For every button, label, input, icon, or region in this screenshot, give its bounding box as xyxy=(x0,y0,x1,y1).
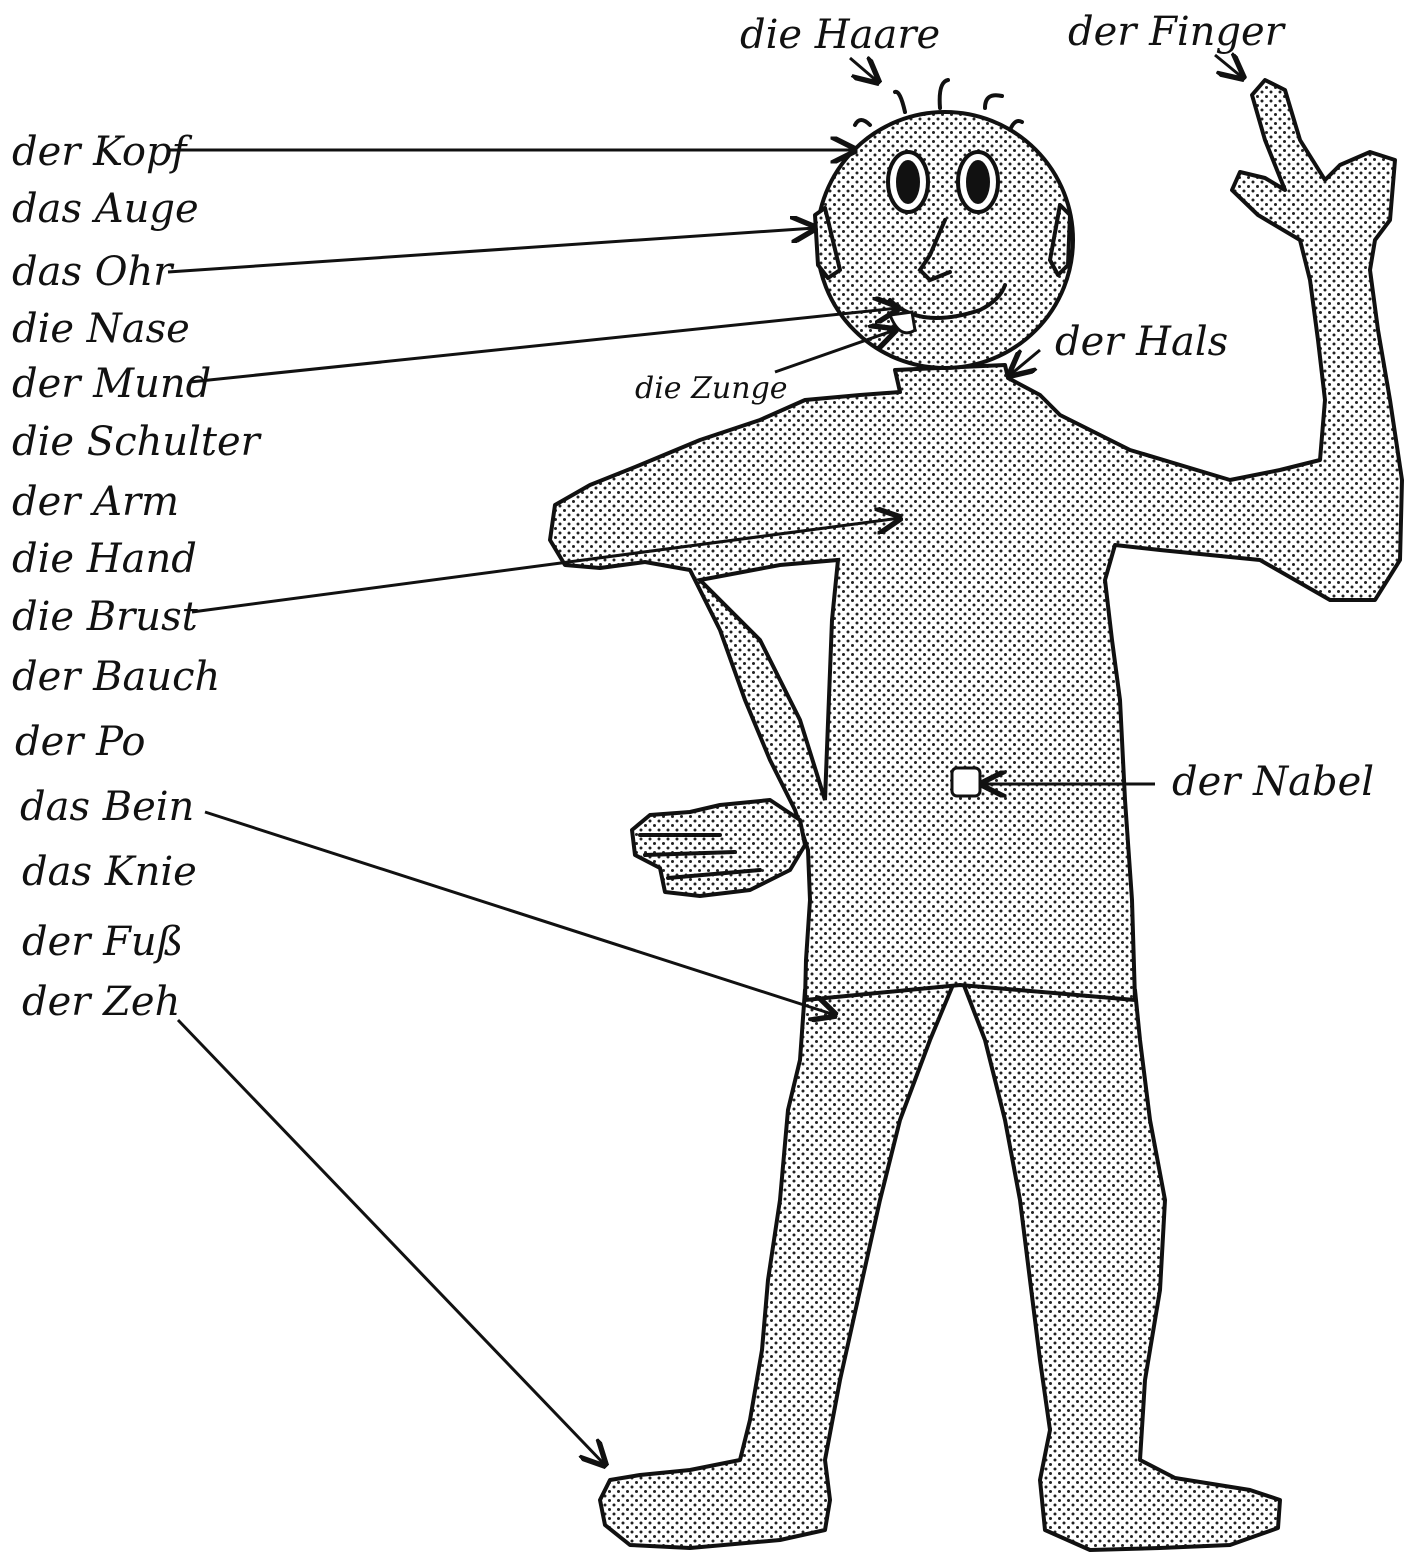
label-bein: das Bein xyxy=(20,784,194,830)
label-arm: der Arm xyxy=(12,479,179,525)
left-pupil xyxy=(896,160,920,204)
zeh-pointer xyxy=(178,1020,605,1465)
zunge-pointer xyxy=(775,330,895,372)
label-kopf: der Kopf xyxy=(12,129,193,175)
label-zunge: die Zunge xyxy=(635,371,788,406)
label-brust: die Brust xyxy=(12,594,199,640)
label-auge: das Auge xyxy=(12,186,199,232)
label-list: der Kopf das Auge das Ohr die Nase der M… xyxy=(12,129,263,1025)
figure xyxy=(550,80,1402,1550)
navel xyxy=(952,768,980,796)
ohr-pointer xyxy=(168,228,815,272)
left-leg xyxy=(600,980,955,1548)
label-nase: die Nase xyxy=(12,306,190,352)
label-schulter: die Schulter xyxy=(12,419,263,465)
label-hand: die Hand xyxy=(12,536,197,582)
left-hand xyxy=(632,800,805,896)
label-hals: der Hals xyxy=(1055,319,1228,365)
label-bauch: der Bauch xyxy=(12,654,220,700)
label-fuss: der Fuß xyxy=(22,919,183,965)
finger-pointer xyxy=(1215,55,1243,78)
right-leg xyxy=(960,975,1280,1550)
mund-pointer xyxy=(190,308,898,382)
right-pupil xyxy=(966,160,990,204)
label-zeh: der Zeh xyxy=(22,979,180,1025)
label-nabel: der Nabel xyxy=(1172,759,1374,805)
label-knie: das Knie xyxy=(22,849,197,895)
label-ohr: das Ohr xyxy=(12,249,175,295)
label-haare: die Haare xyxy=(740,12,940,58)
label-mund: der Mund xyxy=(12,361,211,407)
label-finger: der Finger xyxy=(1068,9,1287,55)
label-po: der Po xyxy=(15,719,146,765)
hals-pointer xyxy=(1010,350,1040,375)
head xyxy=(817,112,1073,368)
haare-pointer xyxy=(850,58,878,82)
